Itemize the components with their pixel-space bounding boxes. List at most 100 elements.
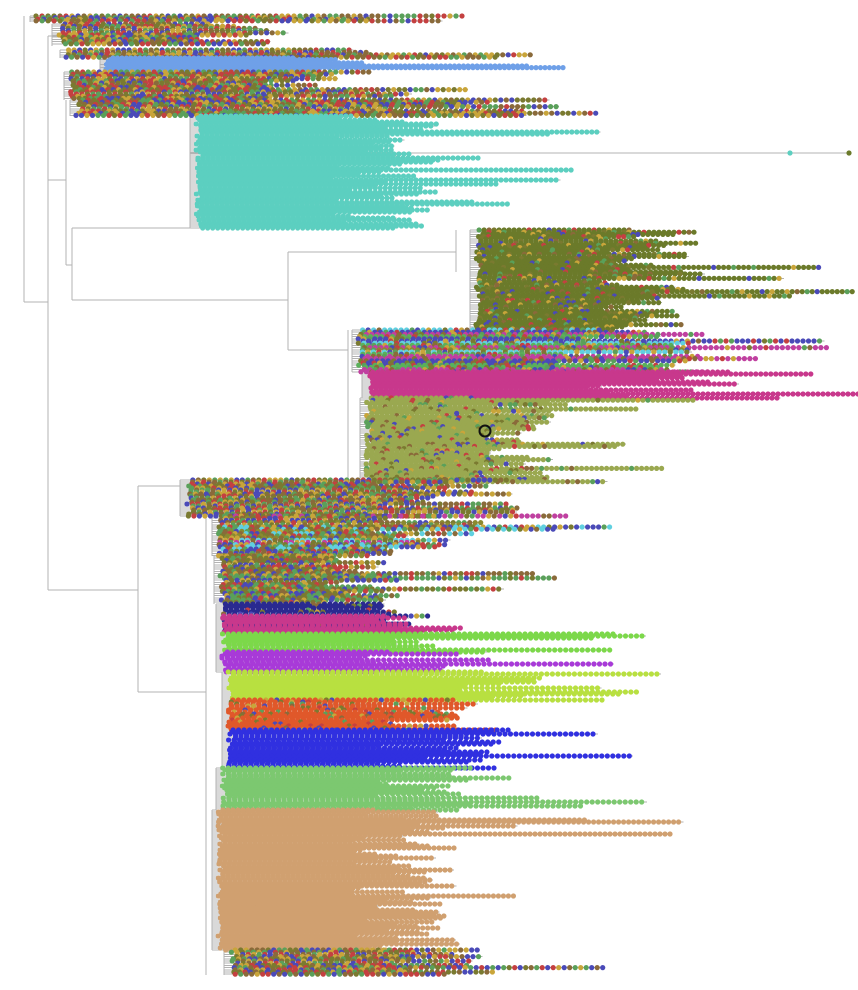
tip-node xyxy=(57,18,63,24)
tip-node xyxy=(459,54,465,60)
tip-node xyxy=(193,141,200,147)
tip-node xyxy=(474,65,481,71)
tip-node xyxy=(338,54,344,60)
tip-node xyxy=(383,167,389,173)
tip-node xyxy=(480,112,486,118)
tip-node xyxy=(554,110,560,116)
tip-node xyxy=(360,69,366,75)
tip-node xyxy=(458,112,464,118)
tip-node xyxy=(102,54,108,60)
tip-node xyxy=(542,97,548,103)
tip-node xyxy=(145,41,151,47)
tip-node xyxy=(428,167,434,173)
tip-node xyxy=(458,167,464,173)
tip-node xyxy=(413,159,419,165)
tip-node xyxy=(518,112,525,118)
tip-node xyxy=(438,65,445,71)
tip-node xyxy=(166,112,173,118)
tip-node xyxy=(468,99,474,105)
tip-node xyxy=(321,76,327,82)
tip-node xyxy=(429,87,435,93)
tip-node xyxy=(454,54,460,60)
tip-node xyxy=(516,52,522,58)
tip-node xyxy=(542,65,548,71)
tip-node xyxy=(231,18,237,24)
tip-node xyxy=(71,95,77,101)
tip-node xyxy=(465,104,471,110)
tip-node xyxy=(513,112,519,118)
tip-node xyxy=(492,54,498,60)
tip-node xyxy=(459,13,465,19)
tip-node xyxy=(398,167,404,173)
tip-node xyxy=(522,52,528,58)
tip-node xyxy=(330,65,337,71)
tip-node xyxy=(438,167,444,173)
tip-node xyxy=(387,18,393,24)
tip-node xyxy=(508,167,514,173)
tip-node xyxy=(440,87,446,93)
tip-node xyxy=(150,112,156,118)
tip-node xyxy=(542,104,548,110)
tip-node xyxy=(574,129,580,135)
tip-node xyxy=(227,41,234,47)
tip-node xyxy=(460,104,466,110)
tip-node xyxy=(494,131,500,137)
tip-node xyxy=(423,159,429,165)
tip-node xyxy=(404,131,410,137)
tip-node xyxy=(332,76,338,82)
tip-node xyxy=(440,155,446,161)
tip-node xyxy=(78,112,85,118)
tip-node xyxy=(527,52,533,58)
tip-node xyxy=(479,99,485,105)
tip-node xyxy=(434,65,440,71)
tip-node xyxy=(505,52,511,58)
tip-node xyxy=(205,41,212,47)
tip-node xyxy=(398,65,404,71)
tip-node xyxy=(463,167,469,173)
tip-node xyxy=(519,65,526,71)
tip-node xyxy=(456,65,463,71)
tip-node xyxy=(474,112,481,118)
tip-node xyxy=(211,41,217,47)
tip-node xyxy=(533,65,539,71)
tip-node xyxy=(410,104,416,110)
tip-node xyxy=(380,65,386,71)
tip-node xyxy=(452,112,459,118)
tip-node xyxy=(469,131,475,137)
tip-node xyxy=(363,18,369,24)
tip-node xyxy=(327,18,333,24)
tip-node xyxy=(473,167,479,173)
tip-node xyxy=(339,18,345,24)
tip-node xyxy=(464,131,470,137)
tip-node xyxy=(216,32,222,38)
tip-node xyxy=(487,104,493,110)
tip-node xyxy=(73,112,79,118)
tip-node xyxy=(449,104,455,110)
tip-node xyxy=(594,129,600,135)
tip-node xyxy=(62,41,69,47)
tip-node xyxy=(309,18,315,24)
tip-node xyxy=(210,32,216,38)
tip-node xyxy=(463,112,470,118)
tip-node xyxy=(489,131,495,137)
tip-node xyxy=(172,41,179,47)
tip-node xyxy=(258,30,264,36)
tip-node xyxy=(439,131,445,137)
tip-node xyxy=(410,54,416,60)
tip-node xyxy=(501,65,508,71)
tip-node xyxy=(69,54,75,60)
tip-node xyxy=(183,112,189,118)
tip-node xyxy=(447,13,453,19)
tip-node xyxy=(161,112,167,118)
tip-node xyxy=(238,32,244,38)
tip-node xyxy=(172,112,178,118)
tip-node xyxy=(338,69,344,75)
tip-node xyxy=(349,69,355,75)
tip-node xyxy=(111,112,118,118)
tip-node xyxy=(200,41,206,47)
tip-node xyxy=(411,65,418,71)
tip-node xyxy=(303,18,309,24)
tip-node xyxy=(344,54,350,60)
tip-node xyxy=(405,18,411,24)
